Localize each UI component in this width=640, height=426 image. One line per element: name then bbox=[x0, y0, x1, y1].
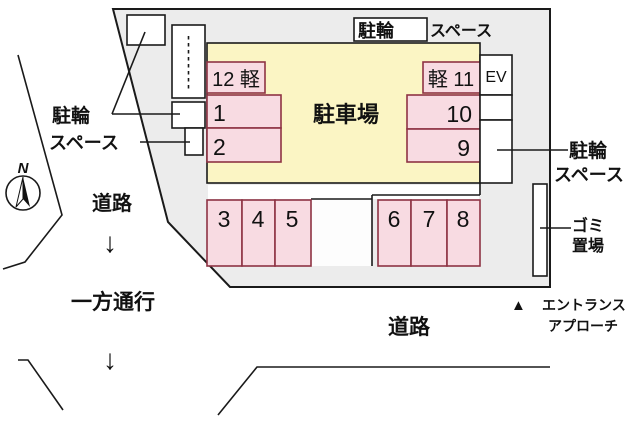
space-2-label: 2 bbox=[213, 134, 226, 160]
walkway-strip bbox=[208, 185, 479, 199]
bicycle-label-box bbox=[353, 17, 428, 42]
parking-space-8 bbox=[446, 199, 481, 267]
road-left-label: 道路 bbox=[92, 191, 133, 215]
bicycle-rack-corner bbox=[126, 14, 166, 46]
entrance-label-line1: エントランス bbox=[542, 297, 626, 313]
parking-space-12 bbox=[206, 61, 266, 94]
space-6-label: 6 bbox=[388, 206, 401, 232]
space-9-label: 9 bbox=[457, 135, 470, 161]
space-11-label: 軽 11 bbox=[428, 68, 474, 91]
bicycle-space-left-line2: スペース bbox=[49, 133, 119, 153]
compass-needle-light bbox=[15, 176, 24, 208]
elevator-landing-box bbox=[479, 94, 513, 121]
garbage-label-line1: ゴミ bbox=[572, 216, 604, 235]
space-12-label: 12 軽 bbox=[212, 68, 260, 91]
road-edge-bottom-right bbox=[217, 366, 550, 416]
elevator-label: EV bbox=[485, 69, 507, 86]
bicycle-space-left-line1: 駐輪 bbox=[52, 104, 91, 127]
down-arrow-1: ↓ bbox=[103, 227, 117, 258]
road-edge-bottom-left bbox=[18, 359, 64, 411]
compass-north-label: N bbox=[18, 160, 30, 177]
elevator-box bbox=[479, 54, 513, 96]
space-7-label: 7 bbox=[423, 206, 436, 232]
garbage-box bbox=[532, 183, 548, 277]
space-1-label: 1 bbox=[213, 100, 226, 126]
space-3-label: 3 bbox=[218, 206, 231, 232]
parking-lot-label: 駐車場 bbox=[313, 102, 379, 127]
space-4-label: 4 bbox=[252, 206, 265, 232]
entrance-label-line2: アプローチ bbox=[548, 318, 618, 334]
compass-needle-dark bbox=[23, 177, 30, 207]
bicycle-space-right-line2: スペース bbox=[554, 165, 624, 185]
parking-space-11 bbox=[422, 61, 481, 94]
space-8-label: 8 bbox=[457, 206, 470, 232]
bicycle-rack-upper bbox=[171, 101, 206, 129]
parking-space-9 bbox=[406, 128, 481, 163]
pointer-left-to-corner bbox=[111, 31, 146, 115]
garbage-label-line2: 置場 bbox=[572, 237, 604, 255]
bicycle-space-top-boxed: 駐輪 bbox=[358, 20, 395, 41]
parking-space-2 bbox=[206, 127, 282, 163]
road-bottom-label: 道路 bbox=[388, 315, 431, 339]
road-edge-left bbox=[2, 54, 63, 270]
one-way-label: 一方通行 bbox=[71, 290, 155, 314]
parking-space-1 bbox=[206, 94, 282, 129]
bicycle-rack-right bbox=[479, 119, 513, 184]
parking-space-7 bbox=[410, 199, 448, 267]
space-5-label: 5 bbox=[286, 206, 299, 232]
parking-space-5 bbox=[274, 199, 312, 267]
bicycle-space-right-line1: 駐輪 bbox=[569, 139, 608, 162]
parking-space-10 bbox=[406, 94, 481, 130]
parking-space-3 bbox=[206, 199, 243, 267]
compass: N bbox=[5, 160, 41, 211]
bicycle-space-top-suffix: スペース bbox=[430, 23, 492, 40]
driveway-gap bbox=[311, 199, 372, 266]
space-10-label: 10 bbox=[446, 101, 472, 127]
down-arrow-2: ↓ bbox=[103, 344, 117, 375]
entrance-marker-icon: ▲ bbox=[511, 297, 526, 314]
